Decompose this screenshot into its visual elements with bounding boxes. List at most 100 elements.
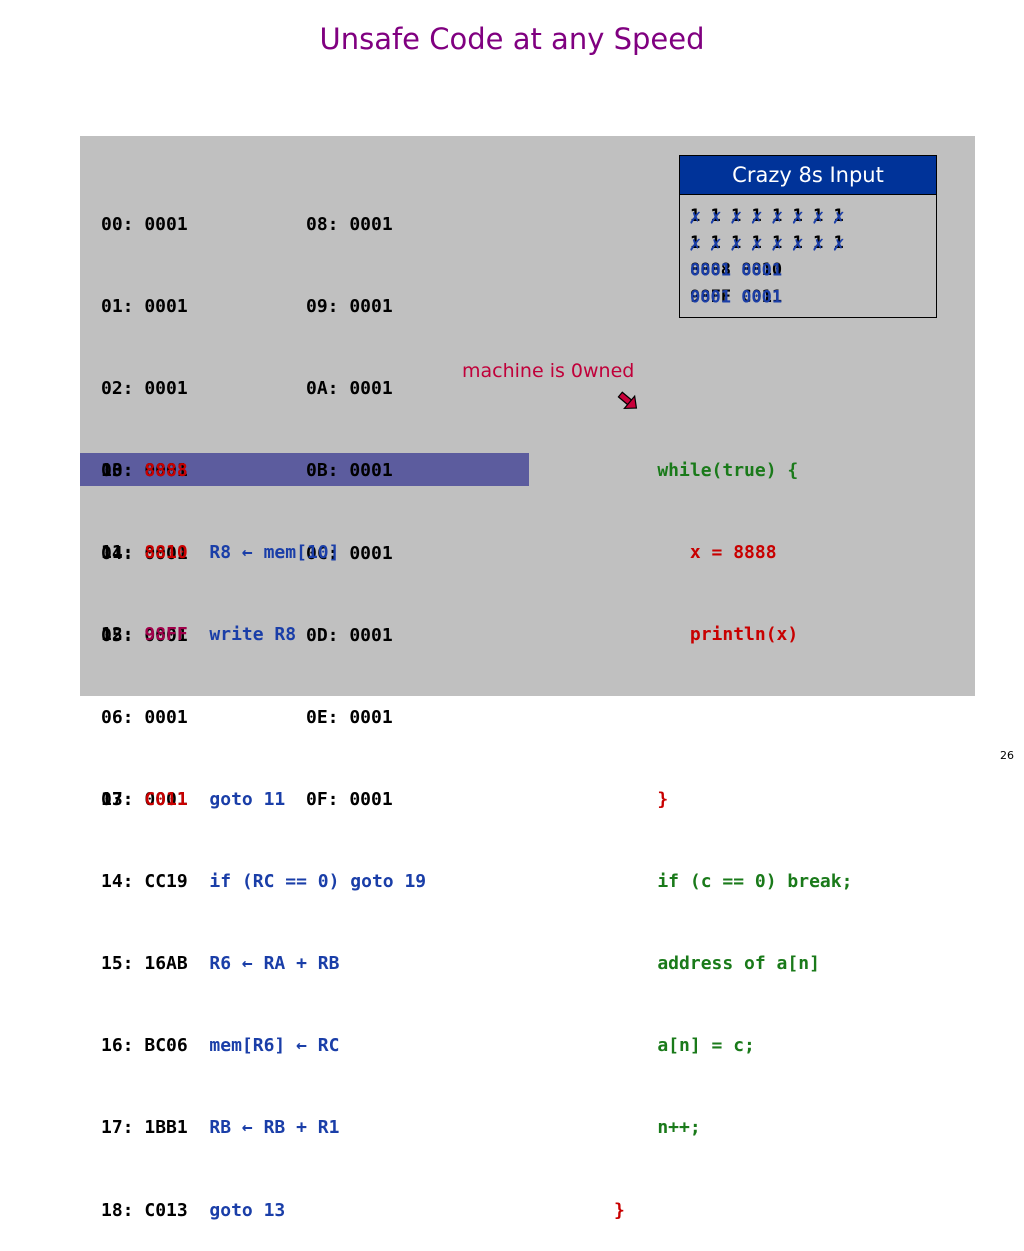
input-token: 1✗ [771, 231, 784, 255]
memory-cell: 06: 0001 [101, 707, 188, 729]
program-line: 15: 16AB R6 ← RA + RB [101, 950, 426, 977]
java-line: if (c == 0) break; [614, 870, 853, 892]
input-box-title: Crazy 8s Input [680, 156, 936, 195]
strike-x-icon: ✗ [812, 204, 825, 228]
program-line: 13: C011 goto 11 [101, 786, 426, 813]
input-token: 1✗ [750, 231, 763, 255]
memory-column-left: 00: 0001 01: 0001 02: 0001 03: 0001 04: … [101, 156, 188, 841]
input-token: 1✗ [709, 231, 722, 255]
memory-cell: 0D: 0001 [306, 624, 393, 646]
annotation-label: machine is 0wned [462, 360, 635, 382]
java-line: } [614, 1199, 625, 1221]
strike-x-icon: ✗ [771, 204, 784, 228]
program-value: 8810 [144, 542, 188, 564]
strike-x-icon: ✗ [832, 204, 845, 228]
crossed-out-value: 0001 [689, 260, 731, 280]
strike-x-icon: ✗ [832, 231, 845, 255]
input-token: 1✗ [709, 204, 722, 228]
strike-x-icon: ✗ [709, 204, 722, 228]
java-line: address of a[n] [614, 953, 820, 975]
crossed-out-value: 0001 [741, 287, 783, 307]
pointer-arrow-icon [617, 391, 638, 410]
strike-x-icon: ✗ [730, 204, 743, 228]
memory-cell: 03: 0001 [101, 460, 188, 482]
input-token: 1✗ [750, 204, 763, 228]
input-token: 1✗ [832, 204, 845, 228]
input-token: 1✗ [812, 204, 825, 228]
program-line: 14: CC19 if (RC == 0) goto 19 [101, 868, 426, 895]
input-token: 1✗ [771, 204, 784, 228]
memory-cell: 0E: 0001 [306, 707, 393, 729]
program-line: 11: 8810 R8 ← mem[10] [101, 539, 426, 566]
program-line: 17: 1BB1 RB ← RB + R1 [101, 1114, 426, 1141]
program-address: 18: [101, 1199, 134, 1221]
input-token: 1✗ [832, 231, 845, 255]
page-number: 26 [1000, 749, 1014, 762]
program-instruction: goto 11 [209, 788, 286, 810]
java-line: a[n] = c; [614, 1035, 755, 1057]
program-address: 14: [101, 870, 134, 892]
program-instruction: R6 ← RA + RB [209, 953, 340, 975]
program-address: 17: [101, 1117, 134, 1139]
memory-cell: 09: 0001 [306, 296, 393, 318]
crossed-out-value: 0001 [741, 260, 783, 280]
program-value: 16AB [144, 953, 188, 975]
java-line: x = 8888 [614, 542, 777, 564]
memory-cell: 01: 0001 [101, 296, 188, 318]
program-value: BC06 [144, 1035, 188, 1057]
program-instruction: goto 13 [209, 1199, 286, 1221]
program-value: 1BB1 [144, 1117, 188, 1139]
input-box-body: 1✗ 1✗ 1✗ 1✗ 1✗ 1✗ 1✗ 1✗ 1✗ 1✗ 1✗ 1✗ 1✗ 1… [680, 195, 936, 311]
program-value: CC19 [144, 870, 188, 892]
strike-x-icon: ✗ [750, 204, 763, 228]
input-token: 1✗ [812, 231, 825, 255]
java-line: n++; [614, 1117, 701, 1139]
input-box: Crazy 8s Input 1✗ 1✗ 1✗ 1✗ 1✗ 1✗ 1✗ 1✗ 1… [679, 155, 937, 318]
input-token: 1✗ [791, 204, 804, 228]
input-row-2: 1✗ 1✗ 1✗ 1✗ 1✗ 1✗ 1✗ 1✗ [689, 230, 936, 257]
program-line: 10: 8888 [101, 457, 426, 484]
strike-x-icon: ✗ [791, 204, 804, 228]
highlight-bar [80, 453, 529, 486]
memory-cell: 02: 0001 [101, 378, 188, 400]
java-line: println(x) [614, 624, 799, 646]
java-line: while(true) { [614, 459, 799, 481]
program-instruction: mem[R6] ← RC [209, 1035, 340, 1057]
input-row-1: 1✗ 1✗ 1✗ 1✗ 1✗ 1✗ 1✗ 1✗ [689, 203, 936, 230]
memory-cell: 00: 0001 [101, 213, 188, 235]
program-value: 98FF [144, 624, 188, 646]
program-address: 10: [101, 459, 134, 481]
program-listing: 10: 8888 11: 8810 R8 ← mem[10] 12: 98FF … [101, 402, 426, 1251]
program-instruction: if (RC == 0) goto 19 [209, 870, 427, 892]
crossed-out-value: 0001 [689, 287, 731, 307]
memory-cell: 04: 0001 [101, 542, 188, 564]
strike-x-icon: ✗ [812, 231, 825, 255]
memory-cell: 0A: 0001 [306, 378, 393, 400]
program-address: 11: [101, 542, 134, 564]
strike-x-icon: ✗ [709, 231, 722, 255]
program-blank-line [101, 703, 426, 730]
input-token: 1✗ [689, 204, 702, 228]
strike-x-icon: ✗ [750, 231, 763, 255]
java-blank-line [614, 703, 852, 730]
program-instruction: R8 ← mem[10] [209, 542, 340, 564]
memory-cell: 0C: 0001 [306, 542, 393, 564]
memory-cell: 08: 0001 [306, 213, 393, 235]
strike-x-icon: ✗ [771, 231, 784, 255]
strike-x-icon: ✗ [689, 231, 702, 255]
program-value: 8888 [144, 459, 188, 481]
program-address: 16: [101, 1035, 134, 1057]
program-instruction: RB ← RB + R1 [209, 1117, 340, 1139]
strike-x-icon: ✗ [730, 231, 743, 255]
java-listing: while(true) { x = 8888 println(x) } if (… [614, 402, 852, 1251]
strike-x-icon: ✗ [689, 204, 702, 228]
program-address: 12: [101, 624, 134, 646]
slide-title: Unsafe Code at any Speed [319, 22, 705, 56]
program-line: 16: BC06 mem[R6] ← RC [101, 1032, 426, 1059]
input-token: 1✗ [730, 231, 743, 255]
